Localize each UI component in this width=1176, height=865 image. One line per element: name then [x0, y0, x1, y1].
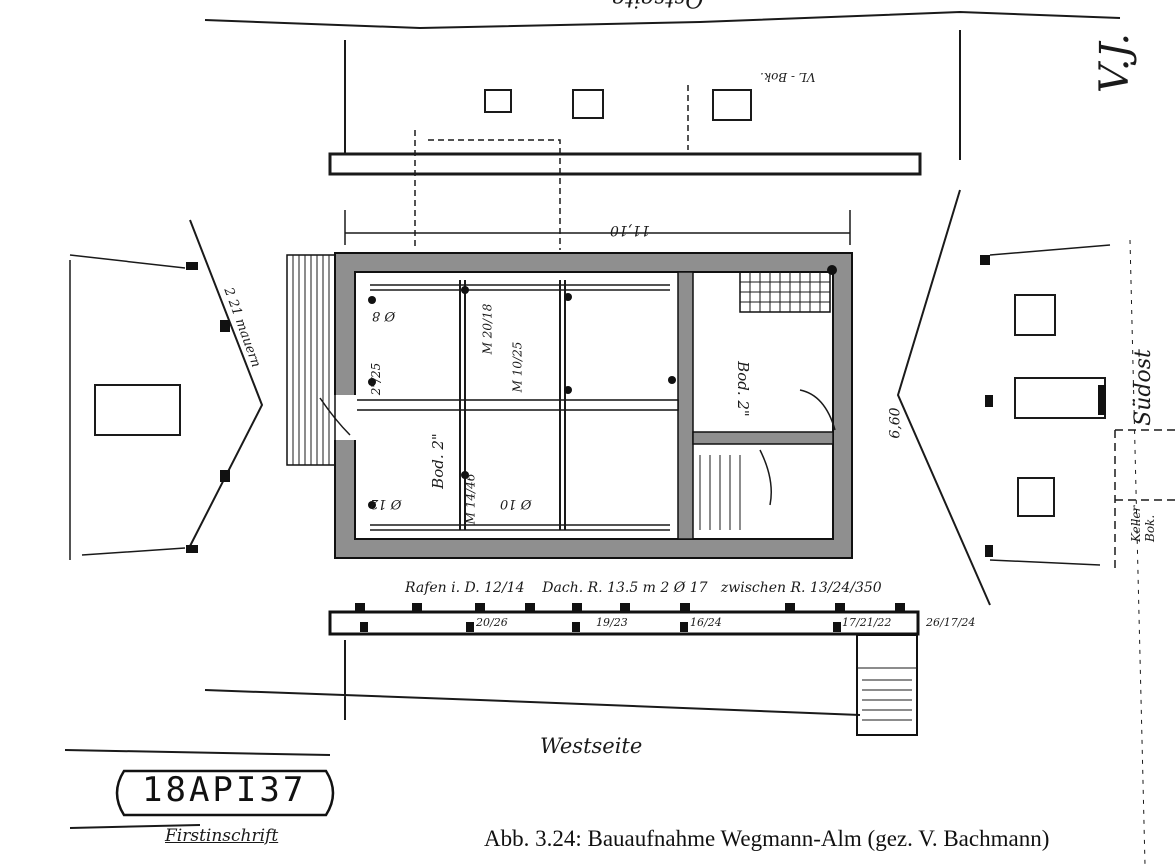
label-keller: Keller Bok. — [1129, 505, 1157, 542]
label-ostseite: Ostseite — [612, 0, 703, 11]
label-room-main: Bod. 2" — [428, 433, 447, 489]
label-dim-2617: 26/17/24 — [926, 616, 976, 629]
label-dim-m1025: M 10/25 — [510, 341, 525, 393]
label-wall: 2 21 mauern — [220, 285, 264, 370]
west-elevation — [204, 603, 920, 736]
stamp-text: 18API37 — [142, 770, 307, 810]
label-beam-row: Rafen i. D. 12/14 Dach. R. 13.5 m 2 Ø 17… — [405, 580, 882, 596]
main-plan — [286, 252, 853, 559]
label-dim-d10: Ø 10 — [500, 496, 532, 511]
figure-caption: Abb. 3.24: Bauaufnahme Wegmann-Alm (gez.… — [484, 826, 1050, 851]
label-dim-m1446: M 14/46 — [463, 473, 478, 525]
label-dim-2026: 20/26 — [476, 616, 508, 629]
east-elevation — [204, 10, 1121, 250]
label-westseite: Westseite — [540, 734, 643, 758]
label-suedost: Südost — [1130, 349, 1156, 426]
stamp-frame — [115, 769, 335, 817]
label-dim-d12: Ø 12 — [370, 496, 402, 511]
dimension-lines — [344, 210, 851, 245]
label-dim-1624: 16/24 — [690, 616, 722, 629]
label-vl: VL - Bok. — [760, 70, 816, 84]
label-dim-m2018: M 20/18 — [480, 303, 495, 355]
south-elevation — [896, 189, 1176, 606]
label-kitchen: Bod. 2" — [733, 361, 752, 417]
label-dim-1721: 17/21/22 — [842, 616, 892, 629]
label-dim-1923: 19/23 — [596, 616, 628, 629]
label-signature: V.J. — [1092, 32, 1139, 94]
north-elevation — [69, 219, 264, 560]
label-height: 6,60 — [887, 407, 904, 439]
label-dim-2-25: 2"/25 — [369, 362, 384, 396]
label-firstinschrift: Firstinschrift — [165, 826, 279, 846]
label-dim-d8: Ø 8 — [372, 308, 396, 323]
label-dim-1110: 11,10 — [610, 222, 651, 238]
